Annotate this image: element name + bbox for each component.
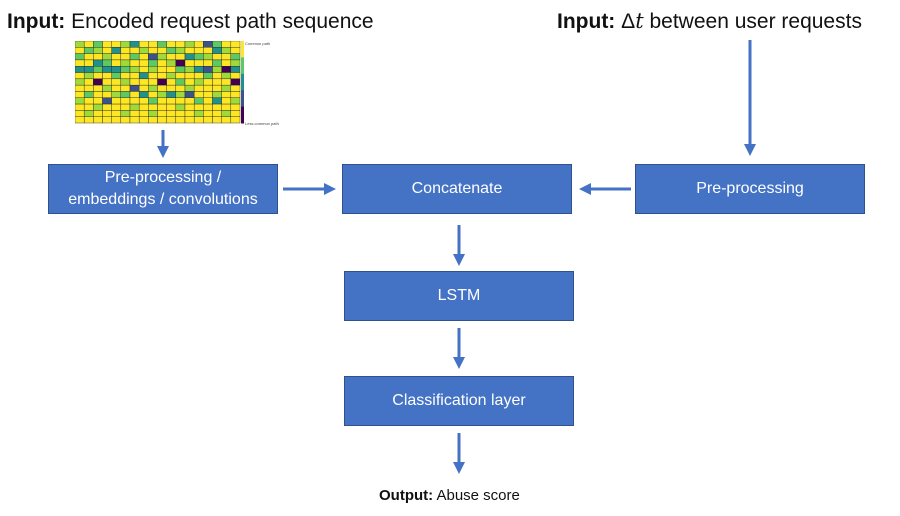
lstm-box: LSTM xyxy=(344,271,574,321)
preprocess-right-box: Pre-processing xyxy=(635,164,865,214)
heatmap-colorbar-segment xyxy=(241,90,244,108)
input-left-text: Encoded request path sequence xyxy=(71,10,374,33)
input-right-prefix: Input: xyxy=(557,10,616,33)
input-right-text: between user requests xyxy=(649,10,862,33)
heatmap-grid xyxy=(75,41,244,124)
output-label: Output: Abuse score xyxy=(379,487,520,504)
classification-layer-box: Classification layer xyxy=(344,376,574,426)
preprocess-embeddings-label: Pre-processing / embeddings / convolutio… xyxy=(68,169,258,208)
output-text: Abuse score xyxy=(436,487,520,504)
input-left-title: Input: Encoded request path sequence xyxy=(7,11,374,32)
input-right-variable: t xyxy=(635,9,644,33)
preprocess-right-label: Pre-processing xyxy=(696,180,804,197)
concatenate-label: Concatenate xyxy=(411,180,503,197)
output-prefix: Output: xyxy=(379,487,434,504)
heatmap-top-label: Common path xyxy=(245,41,271,46)
heatmap-colorbar-segment xyxy=(241,57,244,75)
classification-layer-label: Classification layer xyxy=(392,392,526,409)
preprocess-embeddings-box: Pre-processing / embeddings / convolutio… xyxy=(48,164,278,214)
input-right-delta: Δ xyxy=(621,10,636,33)
heatmap-colorbar-segment xyxy=(241,73,244,91)
concatenate-box: Concatenate xyxy=(342,164,572,214)
heatmap-colorbar-segment xyxy=(241,41,244,58)
heatmap-cell xyxy=(230,116,241,124)
input-left-prefix: Input: xyxy=(7,10,66,33)
heatmap-colorbar-segment xyxy=(241,106,244,124)
input-right-title: Input: Δt between user requests xyxy=(557,9,862,33)
lstm-label: LSTM xyxy=(437,287,481,304)
heatmap-bottom-label: Less common path xyxy=(245,121,279,126)
